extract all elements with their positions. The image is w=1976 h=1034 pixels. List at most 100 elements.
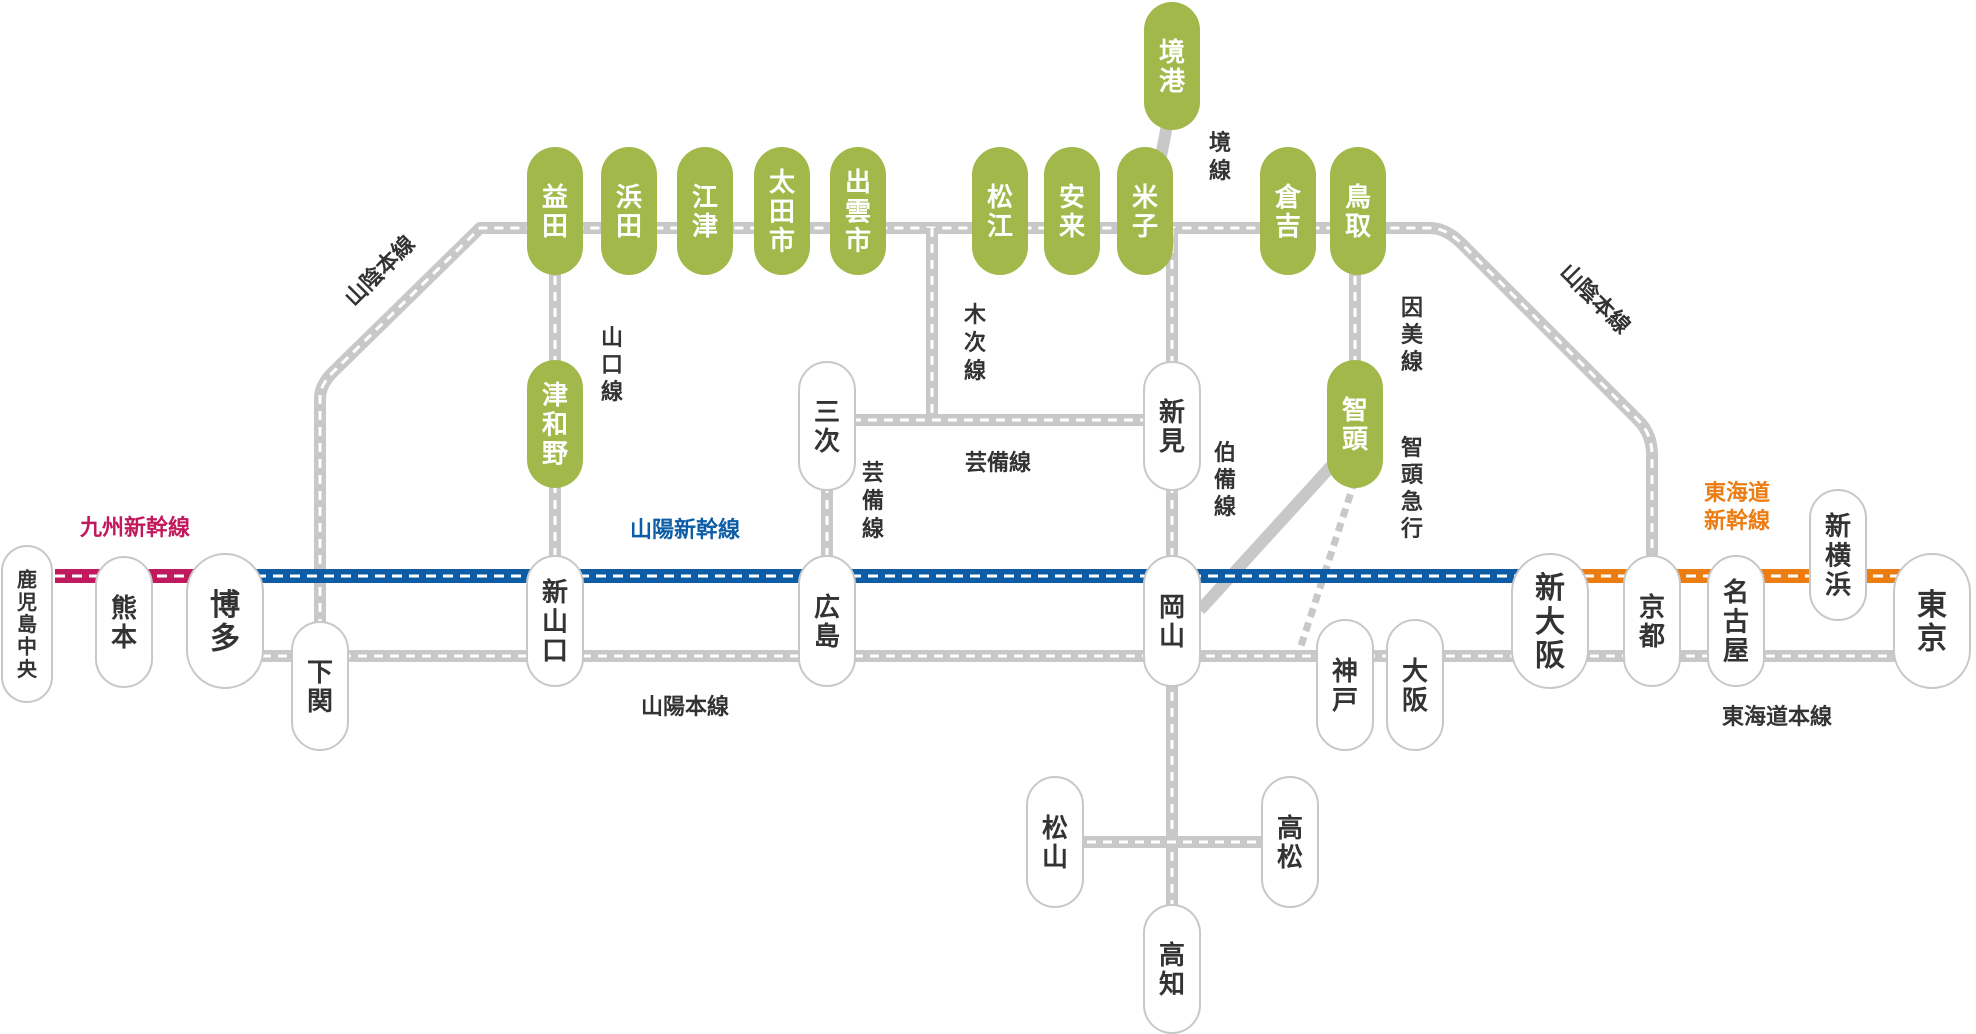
station-pill [1511,553,1589,689]
tokaido-shinkansen-label-2: 新幹線 [1704,508,1770,534]
sakai-line-label: 境 線 [1209,130,1231,184]
station-tsuwano: 津和野 [527,360,583,488]
svg-text:行: 行 [1400,516,1423,542]
station-kyoto: 京都 [1623,555,1681,687]
station-matsuyama: 松山 [1026,776,1084,908]
station-niimi: 新見 [1143,361,1201,491]
station-label: 高知 [1159,940,1185,1000]
station-shimonoseki: 下関 [291,621,349,751]
station-pill [1143,555,1201,687]
tokaido-main-label: 東海道本線 [1722,704,1832,730]
station-pill [527,147,583,275]
station-shin-yamaguchi: 新山口 [526,555,584,687]
station-pill [1386,619,1444,751]
station-pill [1260,147,1316,275]
svg-text:備: 備 [1214,467,1236,493]
station-pill [1809,489,1867,621]
station-yonago: 米子 [1117,147,1173,275]
sanin-main-track-dash [318,226,1654,660]
station-kagoshima-chuo: 鹿児島中央 [1,545,53,703]
svg-text:芸: 芸 [862,460,884,486]
svg-text:線: 線 [1401,349,1423,375]
station-matsue: 松江 [972,147,1028,275]
station-osaka: 大阪 [1386,619,1444,751]
station-hakata: 博多 [186,553,264,689]
station-label: 鹿児島中央 [16,567,38,681]
svg-text:木: 木 [963,303,987,328]
station-label: 江津 [692,183,718,242]
station-label: 倉吉 [1274,182,1302,242]
station-label: 津和野 [542,381,568,469]
station-label: 智頭 [1342,396,1369,455]
station-pill [798,555,856,687]
svg-text:備: 備 [862,488,884,514]
hakubi-line-label: 伯 備 線 [1214,440,1236,520]
station-pill [186,553,264,689]
svg-text:頭: 頭 [1401,463,1424,488]
sanyo-main-label: 山陽本線 [641,694,729,720]
station-pill [677,147,733,275]
station-pill [1261,776,1319,908]
station-label: 松江 [987,183,1013,242]
station-label: 三次 [814,398,840,457]
station-pill [1707,555,1765,687]
station-pill [1044,147,1100,275]
station-nagoya: 名古屋 [1707,555,1765,687]
station-label: 博多 [210,588,240,657]
svg-text:因: 因 [1401,296,1423,321]
station-masuda: 益田 [527,147,583,275]
vertical-line-labels: 山 口 線 木 次 線 芸備線 芸 備 線 伯 備 線 境 線 因 美 線 [601,130,1424,542]
svg-text:境: 境 [1209,130,1231,156]
svg-text:線: 線 [601,379,623,405]
station-label: 東京 [1917,588,1947,657]
station-miyoshi: 三次 [798,361,856,491]
geibi-vertical-line-label: 芸 備 線 [862,460,884,542]
svg-text:線: 線 [862,516,884,542]
station-pill [601,147,657,275]
svg-text:智: 智 [1401,435,1423,461]
station-shin-yokohama: 新横浜 [1809,489,1867,621]
station-pill [1143,904,1201,1034]
station-label: 鳥取 [1345,183,1371,242]
station-odashi: 太田市 [754,147,810,275]
svg-text:急: 急 [1401,489,1423,515]
station-tokyo: 東京 [1893,553,1971,689]
station-label: 安来 [1059,183,1086,242]
svg-text:次: 次 [964,330,986,356]
station-pill [754,147,810,275]
station-label: 名古屋 [1723,577,1749,666]
station-pill [1330,147,1386,275]
station-kumamoto: 熊本 [95,556,153,688]
station-chizu: 智頭 [1327,360,1383,488]
station-shin-osaka: 新大阪 [1511,553,1589,689]
svg-text:線: 線 [1209,158,1231,184]
station-hamada: 浜田 [601,147,657,275]
svg-text:伯: 伯 [1214,440,1236,466]
station-gotsu: 江津 [677,147,733,275]
chizu-kyuko-line-label: 智 頭 急 行 [1400,435,1424,542]
kisuki-line-label: 木 次 線 [963,303,987,384]
station-label: 太田市 [769,168,796,256]
station-label: 新大阪 [1535,571,1565,673]
kyushu-shinkansen-label: 九州新幹線 [79,515,190,541]
station-label: 岡山 [1159,593,1185,652]
station-label: 新横浜 [1825,511,1851,600]
svg-text:山: 山 [601,326,623,351]
station-label: 浜田 [616,183,642,242]
station-takamatsu: 高松 [1261,776,1319,908]
station-label: 出雲市 [845,168,871,256]
svg-text:口: 口 [601,353,623,378]
station-label: 新山口 [542,577,568,666]
chizu-kyuko-track [1294,478,1359,657]
station-sakaiminato: 境港 [1144,2,1200,130]
station-pill [798,361,856,491]
station-pill [1144,2,1200,130]
station-label: 京都 [1638,592,1665,652]
sanyo-shinkansen-label: 山陽新幹線 [630,517,740,543]
station-label: 高松 [1277,813,1303,873]
station-hiroshima: 広島 [798,555,856,687]
station-izumoshi: 出雲市 [830,147,886,275]
station-pill [526,555,584,687]
geibi-line-label: 芸備線 [965,450,1031,476]
